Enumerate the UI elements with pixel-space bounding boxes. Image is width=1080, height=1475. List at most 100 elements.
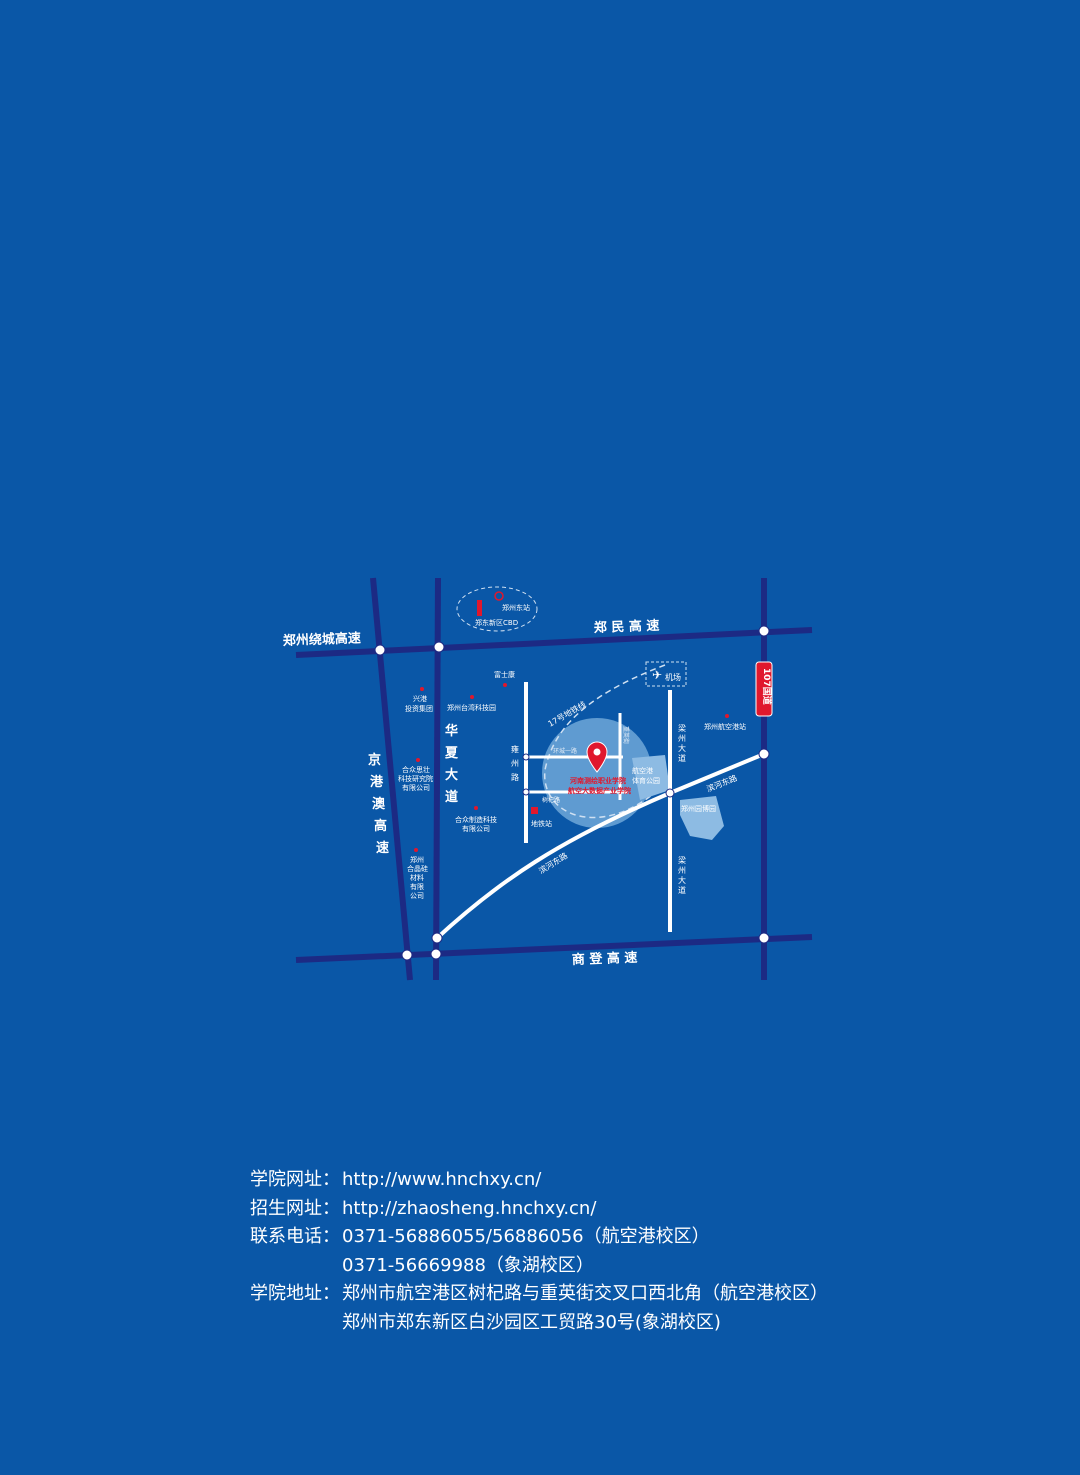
zhengmin-expressway xyxy=(295,627,813,658)
jinggang-char: 速 xyxy=(376,840,389,856)
ring-expressway-label: 郑州绕城高速 xyxy=(283,630,362,649)
hejing-label: 郑州 xyxy=(410,856,424,864)
poi-marker xyxy=(725,714,729,718)
park-label: 航空港 xyxy=(632,766,653,775)
hejing-label: 公司 xyxy=(410,892,424,900)
metro-station-icon xyxy=(531,807,538,814)
cbd-tower-icon xyxy=(477,600,482,616)
poi-marker xyxy=(470,695,474,699)
phone-row-2: 0371-56669988（象湖校区） xyxy=(250,1252,828,1281)
airport-label: 机场 xyxy=(665,672,681,682)
poi-marker xyxy=(420,687,424,691)
junction-dot xyxy=(433,641,445,653)
park-label: 体育公园 xyxy=(632,776,660,785)
hezhong-inst-label: 合众思壮 xyxy=(402,765,430,774)
poi-marker xyxy=(414,848,418,852)
website-label: 学院网址： xyxy=(250,1169,340,1190)
address-row-2: 郑州市郑东新区白沙园区工贸路30号(象湖校区) xyxy=(250,1309,828,1338)
jinggang-char: 港 xyxy=(370,774,384,790)
junction-dot xyxy=(758,748,770,760)
cbd-label: 郑东新区CBD xyxy=(475,618,518,627)
liangzhou-char: 梁 xyxy=(678,856,686,865)
junction-dot xyxy=(431,932,443,944)
hezhong-mfg-label: 有限公司 xyxy=(462,824,490,833)
taiwan-park-label: 郑州台湾科技园 xyxy=(447,703,496,712)
liangzhou-south-label: 梁 州 大 道 xyxy=(678,856,686,895)
yongzhou-char: 路 xyxy=(511,772,519,782)
admission-link[interactable]: http://zhaosheng.hnchxy.cn/ xyxy=(342,1197,597,1219)
expo-park-area xyxy=(680,796,724,840)
metro-station-label: 地铁站 xyxy=(531,819,552,828)
east-station-icon xyxy=(494,591,504,601)
national-road-107-sign xyxy=(755,661,773,717)
admission-row: 招生网址： http://zhaosheng.hnchxy.cn/ xyxy=(250,1195,828,1224)
national-road-107-label: 107国道 xyxy=(761,668,773,705)
school-label: 航空大数据产业学院 xyxy=(568,786,631,795)
junction-dot xyxy=(401,949,413,961)
jinggang-char: 京 xyxy=(368,752,381,768)
junction-dot xyxy=(665,788,675,798)
yongzhou-char: 雍 xyxy=(511,744,519,754)
hejing-label: 合晶硅 xyxy=(407,864,428,873)
phone-number-secondary: 0371-56669988（象湖校区） xyxy=(342,1254,594,1276)
address-row: 学院地址： 郑州市航空港区树杞路与重英街交叉口西北角（航空港校区） xyxy=(250,1280,828,1309)
address-secondary: 郑州市郑东新区白沙园区工贸路30号(象湖校区) xyxy=(342,1311,721,1333)
liangzhou-char: 梁 xyxy=(678,724,686,733)
junction-dot xyxy=(758,625,770,637)
school-label: 河南测绘职业学院 xyxy=(570,776,626,785)
liangzhou-north-label: 梁 州 大 道 xyxy=(678,724,686,763)
foxconn-label: 富士康 xyxy=(494,670,515,679)
expo-label: 郑州园博园 xyxy=(681,804,716,813)
junction-dot xyxy=(430,948,442,960)
junction-dot xyxy=(374,644,386,656)
website-row: 学院网址： http://www.hnchxy.cn/ xyxy=(250,1166,828,1195)
liangzhou-char: 大 xyxy=(678,875,686,885)
jinggang-label: 京 港 澳 高 速 xyxy=(368,752,389,856)
east-station-label: 郑州东站 xyxy=(502,603,530,612)
huancheng-label: 环城一路 xyxy=(553,747,577,755)
contact-info: 学院网址： http://www.hnchxy.cn/ 招生网址： http:/… xyxy=(250,1166,828,1338)
yongzhou-char: 州 xyxy=(511,759,519,768)
cbd-area xyxy=(456,586,538,632)
phone-row: 联系电话： 0371-56886055/56886056（航空港校区） xyxy=(250,1223,828,1252)
huaxia-avenue xyxy=(433,577,441,981)
junction-dot xyxy=(522,753,530,761)
junction-dot xyxy=(758,932,770,944)
phone-label: 联系电话： xyxy=(250,1226,340,1248)
hezhong-inst-label: 有限公司 xyxy=(402,783,430,792)
location-pin-dot xyxy=(593,748,601,756)
huaxia-char: 华 xyxy=(445,723,458,739)
binhe-west-label: 滨河东路 xyxy=(537,850,569,875)
poi-marker xyxy=(474,806,478,810)
liangzhou-char: 州 xyxy=(678,734,686,743)
chongying-label: 重英街 xyxy=(622,726,630,744)
address-primary: 郑州市航空港区树杞路与重英街交叉口西北角（航空港校区） xyxy=(342,1283,828,1305)
huaxia-char: 夏 xyxy=(444,746,459,761)
admission-label: 招生网址： xyxy=(250,1197,340,1219)
sports-park-area xyxy=(632,755,670,800)
jinggang-char: 澳 xyxy=(372,796,386,812)
hejing-label: 有限 xyxy=(410,882,424,891)
hejing-label: 材料 xyxy=(410,873,424,882)
huaxia-label: 华 夏 大 道 xyxy=(444,723,459,805)
liangzhou-char: 州 xyxy=(678,866,686,875)
junction-dot xyxy=(522,788,530,796)
xinggang-label: 兴港 xyxy=(413,694,427,703)
xinggang-label: 投资集团 xyxy=(405,704,433,713)
zhengmin-label: 郑 民 高 速 xyxy=(594,618,660,636)
shangdeng-expressway xyxy=(295,934,813,963)
huaxia-char: 大 xyxy=(445,767,458,783)
liangzhou-char: 大 xyxy=(678,743,686,753)
phone-number-primary: 0371-56886055/56886056（航空港校区） xyxy=(342,1226,710,1248)
campus-area xyxy=(542,718,652,828)
location-pin-icon xyxy=(586,741,608,773)
hezhong-mfg-label: 合众制造科技 xyxy=(455,815,497,824)
shangdeng-label: 商 登 高 速 xyxy=(572,950,638,968)
huaxia-char: 道 xyxy=(445,789,458,805)
poi-marker xyxy=(503,683,507,687)
yongzhou-label: 雍 州 路 xyxy=(511,744,519,782)
website-link[interactable]: http://www.hnchxy.cn/ xyxy=(342,1169,542,1190)
hezhong-inst-label: 科技研究院 xyxy=(398,774,433,783)
airplane-icon: ✈ xyxy=(652,668,662,682)
